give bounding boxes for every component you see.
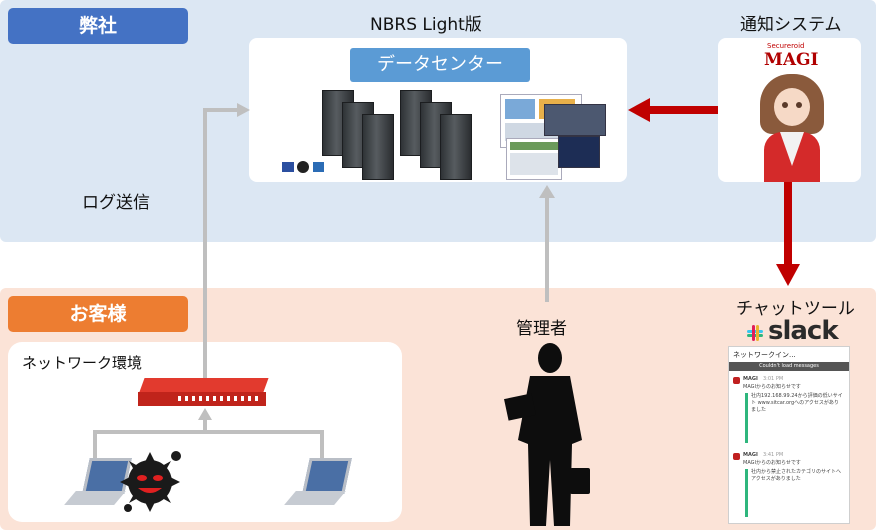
magi-avatar-icon [733, 453, 740, 460]
slack-channel-header: ネットワークイン... [733, 351, 796, 359]
slack-time-1: 3:01 PM [763, 376, 784, 382]
notify-title: 通知システム [740, 15, 842, 35]
magi-character-icon [752, 74, 832, 182]
company-tag: 弊社 [8, 8, 188, 44]
slack-line-1: MAGIからのお知らせです [743, 384, 801, 390]
admin-person-icon [504, 343, 590, 526]
firewall-device-icon [138, 378, 270, 408]
log-send-label: ログ送信 [82, 193, 150, 213]
chat-tool-label: チャットツール [736, 299, 855, 319]
slack-message-panel: ネットワークイン... Couldn't load messages MAGI … [728, 346, 850, 524]
malware-virus-icon [120, 451, 181, 512]
slack-body-2: 社内から禁止されたカテゴリのサイトへアクセスがありました [751, 469, 842, 482]
network-label: ネットワーク環境 [22, 354, 143, 372]
slack-sender-1: MAGI [743, 376, 758, 382]
slack-logo-icon [747, 325, 763, 341]
slack-line-2: MAGIからのお知らせです [743, 460, 801, 466]
server-rack-group-1-icon [322, 90, 412, 180]
magi-logo: MAGI [764, 50, 819, 70]
slack-sender-2: MAGI [743, 452, 758, 458]
magi-avatar-icon [733, 377, 740, 384]
slack-body-1: 社内192.168.99.24から評価の低いサイト www.sitcar.org… [751, 393, 843, 413]
certification-logos-icon [282, 160, 326, 174]
laptop-right-icon [284, 458, 352, 510]
dashboard-screens-icon [500, 94, 610, 182]
slack-time-2: 3:41 PM [763, 452, 784, 458]
datacenter-title: NBRS Light版 [370, 15, 482, 35]
slack-banner: Couldn't load messages [729, 362, 849, 371]
admin-label: 管理者 [516, 319, 567, 339]
slack-wordmark: slack [768, 316, 839, 346]
datacenter-badge: データセンター [350, 48, 530, 82]
server-rack-group-2-icon [400, 90, 490, 180]
customer-tag: お客様 [8, 296, 188, 332]
magi-logo-top: Secureroid [767, 42, 805, 50]
